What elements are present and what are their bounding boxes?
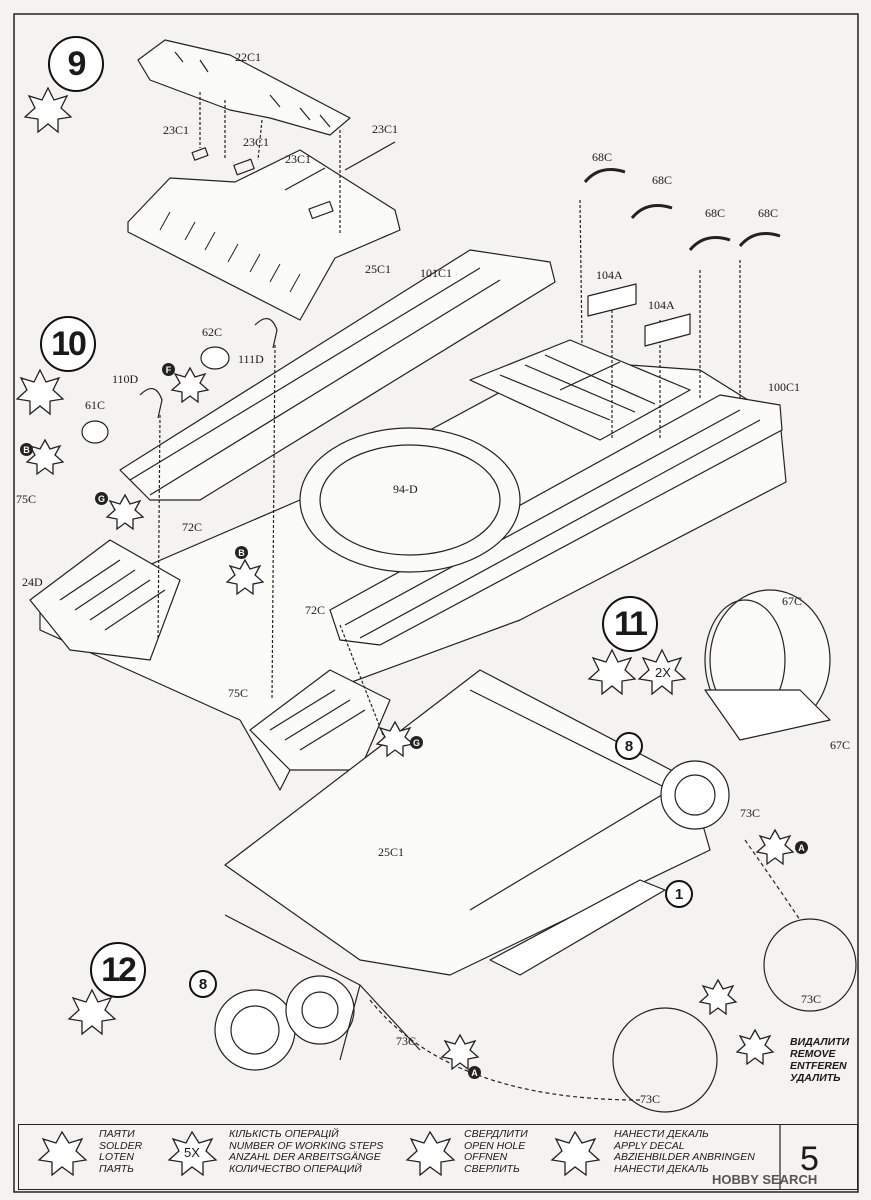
part-label: 73C: [640, 1092, 661, 1106]
part-label: 94-D: [393, 482, 418, 496]
decal-star-icon-9: [735, 1028, 775, 1066]
solder-star-icon: [23, 86, 73, 134]
detail-circle-b: [612, 1007, 718, 1113]
decal-star-icon-8: [698, 978, 738, 1016]
part-label: 101C1: [420, 266, 453, 280]
decal-star-icon-5: [375, 720, 415, 758]
sub-step-8b: 8: [189, 970, 217, 998]
part-label: 100C1: [768, 380, 801, 394]
watermark: HOBBY SEARCH: [712, 1172, 818, 1187]
remove-note: ВИДАЛИТИ REMOVE ENTFEREN УДАЛИТЬ: [790, 1036, 850, 1084]
part-label: 22C1: [235, 50, 262, 64]
part-label: 68C: [652, 173, 673, 187]
legend-solder-icon: [37, 1130, 88, 1177]
part-label: 72C: [305, 603, 326, 617]
part-label: 61C: [85, 398, 106, 412]
headlight-62c: [200, 346, 230, 370]
legend-steps-icon: [167, 1130, 218, 1177]
decal-star-icon-3: [170, 366, 210, 404]
detail-circle-a: [763, 918, 857, 1012]
decal-star-icon-7: [440, 1033, 480, 1071]
part-label: 67C: [782, 594, 803, 608]
solder-star-icon-4: [67, 988, 117, 1036]
steps-star-icon: [637, 648, 687, 696]
part-label: 23C1: [372, 122, 399, 136]
legend-steps-icon-label: 5X: [184, 1145, 200, 1160]
part-label: 73C: [801, 992, 822, 1006]
part-label: 72C: [182, 520, 203, 534]
solder-star-icon-3: [587, 648, 637, 696]
decal-star-icon: [25, 438, 65, 476]
fender-100c1: [329, 394, 783, 646]
part-label: 23C1: [243, 135, 270, 149]
marker-g: G: [410, 736, 423, 749]
step-9-badge: 9: [48, 36, 104, 92]
part-label: 25C1: [378, 845, 405, 859]
legend-decal-icon: [550, 1130, 601, 1177]
part-label: 67C: [830, 738, 851, 752]
multiplier-label: 2X: [655, 665, 671, 680]
sub-step-1: 1: [665, 880, 693, 908]
rear-deck-25c1: [127, 149, 401, 321]
mudguard-24d: [29, 539, 181, 661]
marker-a: A: [795, 841, 808, 854]
hull-side-25c1: [224, 669, 711, 976]
marker-g: G: [95, 492, 108, 505]
part-label: 68C: [592, 150, 613, 164]
grille-22c1: [137, 39, 351, 136]
sprocket-12: [214, 989, 296, 1071]
part-label: 62C: [202, 325, 223, 339]
part-label: 73C: [396, 1034, 417, 1048]
turret-ring-94d: [299, 427, 521, 573]
step-10-badge: 10: [40, 316, 96, 372]
part-label: 111D: [238, 352, 264, 366]
part-label: 104A: [596, 268, 623, 282]
solder-star-icon-2: [15, 368, 65, 416]
headlight-61c: [81, 420, 109, 444]
part-label: 75C: [16, 492, 37, 506]
marker-f: F: [162, 363, 175, 376]
legend-drill-icon: [405, 1130, 456, 1177]
part-label: 68C: [705, 206, 726, 220]
step-11-badge: 11: [602, 596, 658, 652]
marker-b: B: [20, 443, 33, 456]
decal-star-icon-6: [755, 828, 795, 866]
part-label: 23C1: [163, 123, 190, 137]
part-label: 24D: [22, 575, 43, 589]
part-label: 110D: [112, 372, 139, 386]
sprocket-11: [660, 760, 730, 830]
decal-star-icon-2: [105, 493, 145, 531]
part-label: 73C: [740, 806, 761, 820]
page-number: 5: [800, 1140, 819, 1178]
marker-a: A: [468, 1066, 481, 1079]
part-label: 75C: [228, 686, 249, 700]
part-label: 104A: [648, 298, 675, 312]
decal-star-icon-4: [225, 558, 265, 596]
part-label: 68C: [758, 206, 779, 220]
part-label: 23C1: [285, 152, 312, 166]
part-label: 25C1: [365, 262, 392, 276]
sub-step-8a: 8: [615, 732, 643, 760]
step-12-badge: 12: [90, 942, 146, 998]
marker-b: B: [235, 546, 248, 559]
